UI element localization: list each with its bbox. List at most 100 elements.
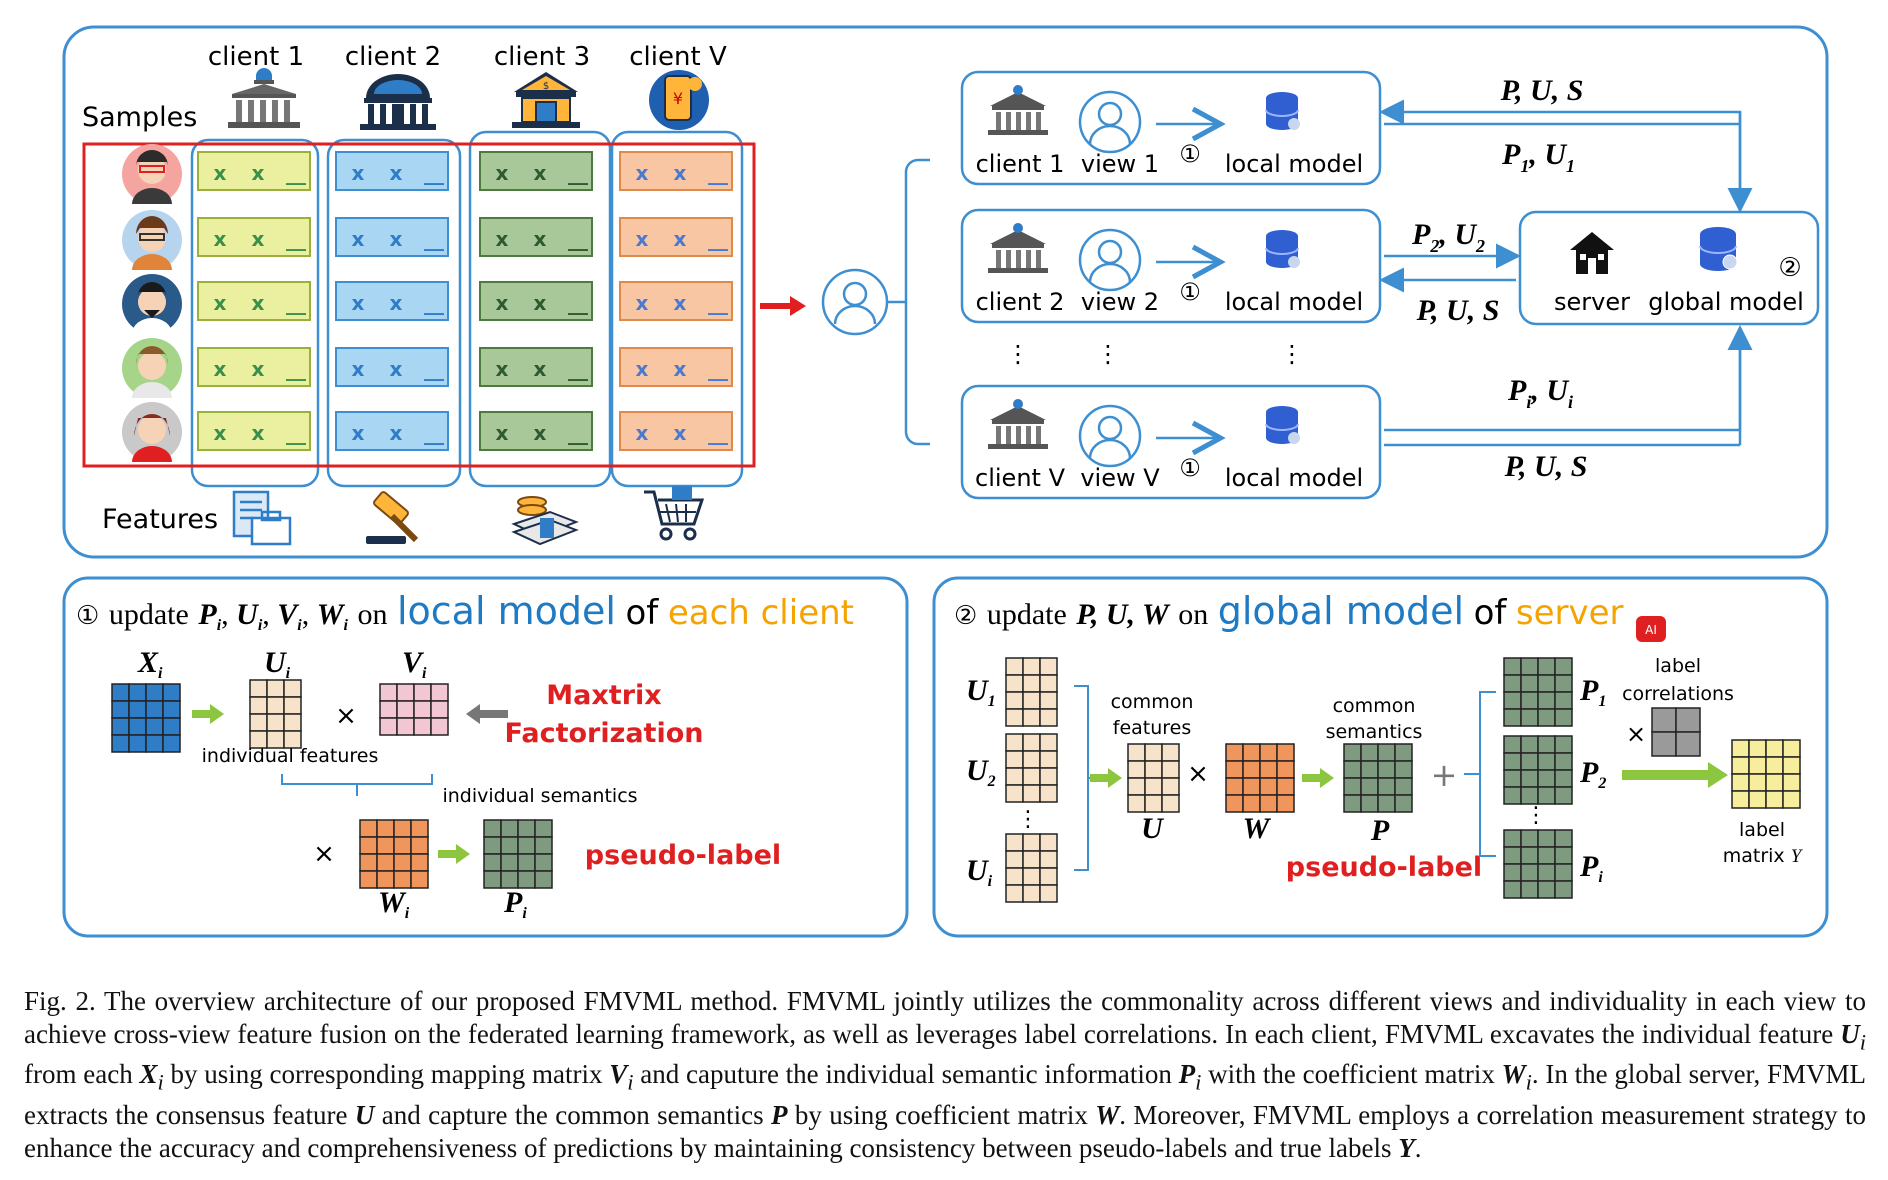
label-matrix-line-2: matrix Y — [1723, 845, 1804, 867]
feature-mark: x — [252, 227, 265, 251]
feature-mark: x — [636, 291, 649, 315]
server-label: server — [1554, 288, 1630, 316]
matrix-x-i — [111, 683, 181, 753]
feature-mark: x — [534, 161, 547, 185]
common-semantics-line-2: semantics — [1326, 721, 1423, 743]
document-icon — [232, 490, 292, 546]
feature-mark: x — [496, 227, 509, 251]
mf-label-line-1: Maxtrix — [546, 680, 661, 711]
global-p-label: P — [1370, 814, 1390, 847]
feature-mark: x — [636, 227, 649, 251]
architecture-diagram: client 1 client 2 client 3 client V $ ¥ … — [62, 25, 1829, 938]
client-label-3: client 3 — [494, 42, 590, 72]
client-building-icon — [988, 85, 1048, 135]
feature-mark: __ — [568, 291, 588, 315]
feature-mark: __ — [708, 227, 728, 251]
feature-mark: __ — [424, 357, 444, 381]
client-row-view-label: view 1 — [1081, 150, 1159, 178]
feature-mark: x — [674, 291, 687, 315]
svg-text:Pi, Ui: Pi, Ui — [1507, 374, 1573, 412]
matrix-w-global — [1225, 743, 1295, 813]
flow-label-down-2: P, U, S — [1416, 294, 1500, 327]
client-row-step: ① — [1179, 140, 1201, 168]
features-bracket — [281, 774, 433, 796]
avatar-person-2 — [122, 210, 182, 270]
feature-mark: x — [496, 291, 509, 315]
feature-mark: __ — [568, 421, 588, 445]
caption-var-p-i: Pi — [1178, 1059, 1202, 1095]
label-matrix-line-1: label — [1739, 819, 1785, 841]
feature-mark: x — [636, 161, 649, 185]
common-features-line-2: features — [1113, 717, 1192, 739]
caption-var-u: U — [354, 1100, 375, 1131]
svg-text:¥: ¥ — [673, 89, 683, 108]
avatar-person-1 — [122, 144, 182, 204]
p-bracket — [1464, 691, 1496, 857]
matrix-p-i — [1503, 829, 1573, 899]
server-step-marker: ② — [1778, 253, 1801, 283]
matrix-label-correlations — [1651, 707, 1701, 757]
local-panel-title: ① update Pi, Ui, Vi, Wi on local model o… — [76, 589, 854, 638]
local-matrices — [111, 679, 553, 889]
svg-text:$: $ — [543, 81, 549, 92]
svg-text:P1, U1: P1, U1 — [1501, 138, 1575, 176]
feature-mark: x — [390, 161, 403, 185]
individual-features-label: individual features — [202, 745, 379, 767]
client-row-box — [960, 208, 1382, 324]
feature-mark: x — [352, 227, 365, 251]
global-green-arrow-2 — [1302, 768, 1334, 788]
feature-mark: __ — [708, 357, 728, 381]
flow-label-up-i: Pi, Ui — [1507, 374, 1573, 412]
global-u-label: U — [1141, 812, 1164, 845]
feature-mark: __ — [424, 291, 444, 315]
global-dots-p: ⋮ — [1525, 803, 1547, 828]
column-frame-client-1 — [190, 138, 320, 488]
feature-mark: __ — [708, 291, 728, 315]
mobile-payment-icon: ¥ — [649, 70, 709, 130]
feature-mark: x — [534, 291, 547, 315]
caption-var-w: W — [1095, 1100, 1120, 1131]
feature-mark: x — [496, 357, 509, 381]
feature-mark: x — [534, 357, 547, 381]
matrix-u-1 — [1005, 657, 1058, 727]
feature-mark: x — [352, 421, 365, 445]
feature-mark: x — [390, 357, 403, 381]
feature-mark: x — [636, 357, 649, 381]
feature-mark: __ — [424, 161, 444, 185]
global-plus: + — [1431, 756, 1458, 794]
individual-semantics-label: individual semantics — [442, 785, 637, 807]
caption-var-x-i: Xi — [139, 1059, 164, 1095]
caption-var-y: Y — [1398, 1132, 1415, 1163]
label-correlations-line-2: correlations — [1622, 683, 1734, 705]
avatar-person-4 — [122, 338, 182, 398]
client-label-2: client 2 — [345, 42, 441, 72]
caption-var-v-i: Vi — [609, 1059, 634, 1095]
view-avatar-icon — [1078, 90, 1142, 154]
feature-mark: __ — [424, 227, 444, 251]
local-database-icon — [1265, 230, 1300, 268]
feature-mark: x — [674, 421, 687, 445]
feature-cell: x x __ — [619, 281, 733, 321]
caption-var-p: P — [770, 1100, 788, 1131]
local-green-arrow-2 — [438, 844, 470, 864]
common-semantics-line-1: common — [1333, 695, 1416, 717]
global-green-arrow-1 — [1090, 768, 1122, 788]
feature-mark: __ — [286, 227, 306, 251]
local-u-label: Ui — [264, 646, 291, 682]
matrix-p-1 — [1503, 657, 1573, 727]
global-w-label: W — [1243, 812, 1272, 845]
svg-text:AI: AI — [1645, 623, 1657, 637]
local-x-label: Xi — [137, 646, 163, 682]
feature-mark: x — [352, 357, 365, 381]
top-panel-frame — [62, 25, 1829, 559]
